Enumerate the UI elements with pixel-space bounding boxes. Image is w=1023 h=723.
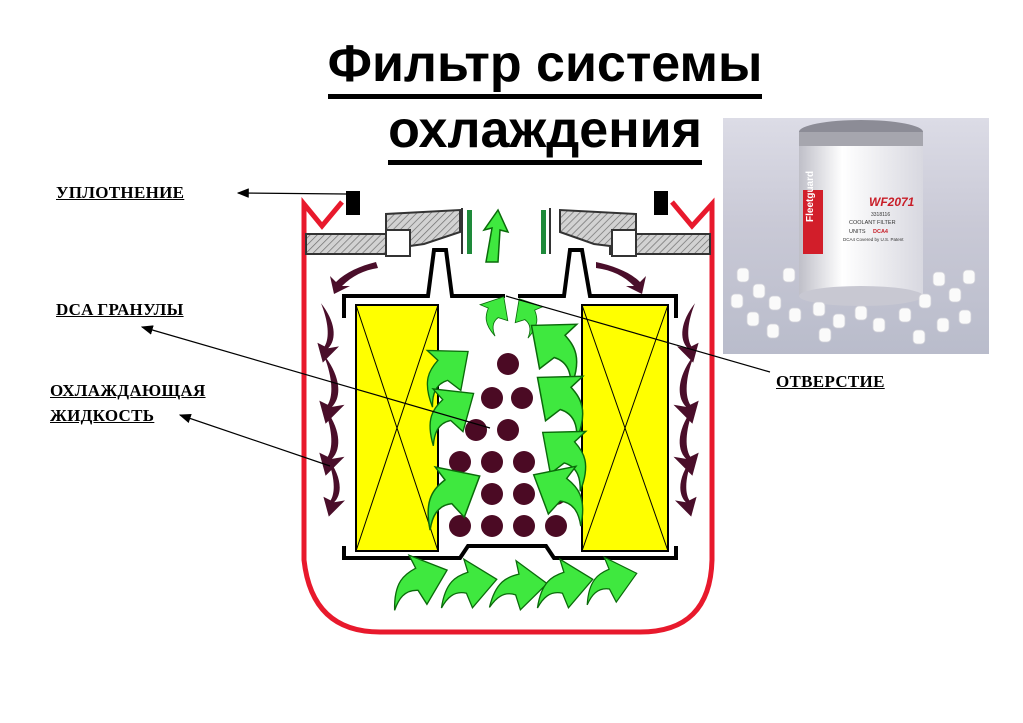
- inner-bottom-outline: [342, 544, 678, 560]
- photo-product-line-1: COOLANT FILTER: [849, 220, 896, 226]
- filter-housing: [301, 232, 715, 635]
- photo-dca-badge: DCA4: [873, 229, 889, 235]
- plate-gap-right: [611, 229, 637, 257]
- flow-arrows: [377, 208, 644, 617]
- filter-element-right-cross: [581, 304, 669, 552]
- housing-rim-left: [301, 196, 344, 232]
- center-pipe-left-wall: [467, 210, 472, 254]
- label-coolant-line-1: ОХЛАЖДАЮЩАЯ: [50, 381, 206, 400]
- leader-seal: [236, 188, 347, 198]
- center-pipe-right-wall: [541, 210, 546, 254]
- title-line-2: охлаждения: [300, 99, 790, 165]
- photo-part-number: 3318116: [871, 212, 890, 218]
- seal-left: [346, 191, 360, 215]
- label-seal: УПЛОТНЕНИЕ: [56, 183, 185, 202]
- filter-canister: [799, 120, 923, 306]
- leader-lines: [140, 188, 771, 467]
- leader-coolant: [178, 413, 331, 467]
- leader-dca: [140, 325, 491, 429]
- inner-cup-outline: [342, 248, 678, 318]
- product-photo: Fleetguard WF2071 3318116 COOLANT FILTER…: [723, 118, 989, 354]
- top-plate-left: [305, 208, 461, 255]
- label-dca-granules: DCA ГРАНУЛЫ: [56, 300, 184, 319]
- photo-model: WF2071: [869, 195, 915, 209]
- title-line-1: Фильтр системы: [300, 33, 790, 99]
- granule-pellets: [730, 267, 976, 345]
- label-coolant-line-2: ЖИДКОСТЬ: [50, 406, 155, 425]
- housing-rim-right: [670, 197, 715, 232]
- photo-footer: DCA4 Covered by U.S. Patent: [843, 237, 904, 242]
- coolant-arrows: [317, 262, 699, 517]
- plate-gap-left: [385, 229, 411, 257]
- filter-element-left-cross: [355, 304, 439, 552]
- leader-hole: [505, 295, 771, 373]
- photo-brand: Fleetguard: [805, 171, 816, 222]
- photo-product-line-2: UNITS: [849, 229, 866, 235]
- seal-right: [654, 191, 668, 215]
- label-hole: ОТВЕРСТИЕ: [776, 372, 885, 391]
